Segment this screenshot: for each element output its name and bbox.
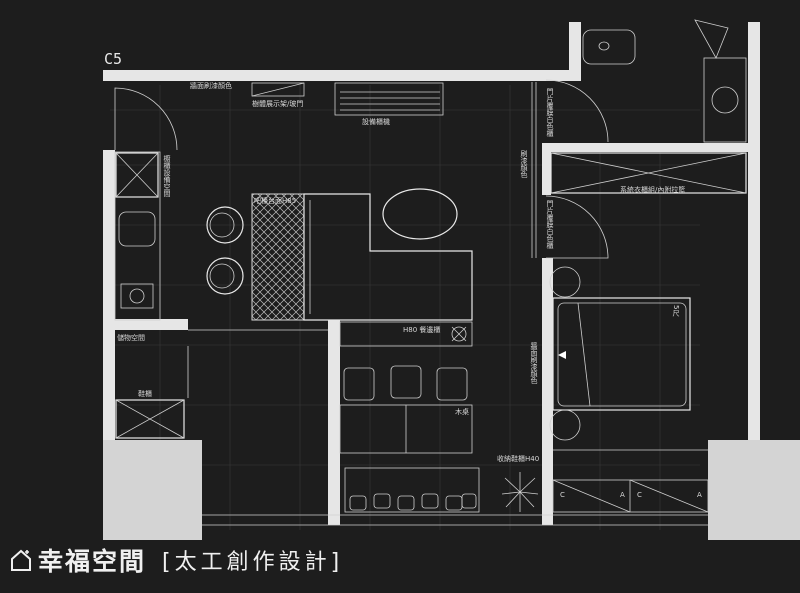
nightstand-bottom <box>549 409 581 441</box>
stool-1-inner <box>209 212 235 238</box>
wall-right <box>748 22 760 442</box>
kitchen-counter <box>114 151 161 321</box>
bath-vanity <box>703 57 747 143</box>
brand-footer: 幸福空間 [太工創作設計] <box>10 540 343 580</box>
wall-bath-left <box>542 143 551 195</box>
cushion-6 <box>461 493 477 509</box>
label-bed: 5尺 <box>672 305 680 318</box>
cab-mark-2: A <box>620 491 625 499</box>
toilet-seat <box>598 41 610 51</box>
shoe-cabinet <box>115 399 185 439</box>
bed-mattress <box>557 302 687 407</box>
fridge-x2 <box>115 152 159 198</box>
designer-name: [太工創作設計] <box>162 550 344 575</box>
oval-rug <box>382 188 458 240</box>
chair-3 <box>436 367 468 401</box>
label-fridge-side: 櫥櫃設備空間 <box>163 154 171 198</box>
stool-1 <box>206 206 244 244</box>
bath-basin <box>711 86 739 114</box>
display-shelf <box>251 82 305 97</box>
bed <box>552 297 691 411</box>
label-storage-space: 儲物空間 <box>117 333 145 342</box>
label-top-wall: 牆面刷漆顏色 <box>190 81 232 90</box>
bar-counter <box>251 193 305 321</box>
label-door-mid: 門片覆膜白色櫃 <box>546 200 554 250</box>
wardrobe <box>550 152 747 194</box>
cushion-4 <box>421 493 439 509</box>
shoe-cab-x2 <box>115 399 185 439</box>
bath-door-swing <box>545 79 609 143</box>
label-shoe: 鞋櫃 <box>138 389 152 398</box>
stool-2 <box>206 257 244 295</box>
plant-x2 <box>451 326 467 342</box>
nightstand-top <box>549 266 581 298</box>
label-wardrobe: 系統衣櫃組/內附拉籃 <box>620 185 685 194</box>
fridge-box <box>115 152 159 198</box>
entrance-door-swing <box>114 87 178 151</box>
label-equipment: 設備櫃機 <box>362 117 390 126</box>
wall-bath-bottom <box>542 143 748 152</box>
cab-mark-1: C <box>560 491 565 499</box>
shower-corner <box>694 19 729 59</box>
chair-1 <box>343 367 375 401</box>
label-paint-right: 牆面刷漆顏色 <box>530 341 538 384</box>
cushion-3 <box>397 495 415 511</box>
wall-storage-top <box>115 319 188 330</box>
room-code: C5 <box>104 50 123 68</box>
wall-bedroom-left <box>542 258 553 525</box>
cushion-2 <box>373 493 391 509</box>
cab-mark-3: C <box>637 491 642 499</box>
wall-center <box>328 320 340 525</box>
stool-2-inner <box>209 263 235 289</box>
walls <box>103 22 800 540</box>
wall-left <box>103 150 115 440</box>
label-door-top: 門片覆膜白色櫃 <box>546 88 554 138</box>
cooktop-burner <box>129 288 145 304</box>
label-bench: H80 餐邊櫃 <box>403 325 440 334</box>
equipment-cabinet <box>334 82 444 116</box>
label-hallway: 刷漆顏色 <box>520 150 528 178</box>
island-counter <box>303 193 473 321</box>
label-shelf: 樹體展示架/玻門 <box>252 99 303 108</box>
tv-cab-diag2 <box>629 479 709 513</box>
bedroom-door-swing <box>545 195 609 259</box>
column-bottom-right <box>708 440 800 540</box>
bed-fold <box>577 302 591 407</box>
plant-pot <box>451 326 467 342</box>
house-logo-icon <box>11 549 31 571</box>
cushion-1 <box>349 495 367 511</box>
kitchen-sink <box>118 211 156 247</box>
display-shelf-diag <box>251 82 305 97</box>
cooktop <box>120 283 154 309</box>
plant-decor <box>501 472 539 512</box>
wardrobe-x2 <box>550 152 747 194</box>
cushion-5 <box>445 495 463 511</box>
label-pantry: 吧檯台面H85 <box>254 196 296 205</box>
tv-cabinet <box>552 479 709 513</box>
chair-2 <box>390 365 422 399</box>
tv-cab-diag1 <box>552 479 631 513</box>
storage-bench <box>344 467 480 513</box>
column-bottom-left <box>103 440 202 540</box>
cab-mark-4: A <box>697 491 702 499</box>
label-storage-cabinet: 收納鞋櫃H40 <box>497 454 539 463</box>
wall-top-step <box>569 22 581 81</box>
toilet <box>582 29 636 65</box>
brand-name: 幸福空間 <box>38 547 147 576</box>
label-table: 木桌 <box>455 407 469 416</box>
sideboard <box>339 321 473 347</box>
bed-arrow <box>558 351 566 359</box>
wall-top <box>103 70 581 81</box>
